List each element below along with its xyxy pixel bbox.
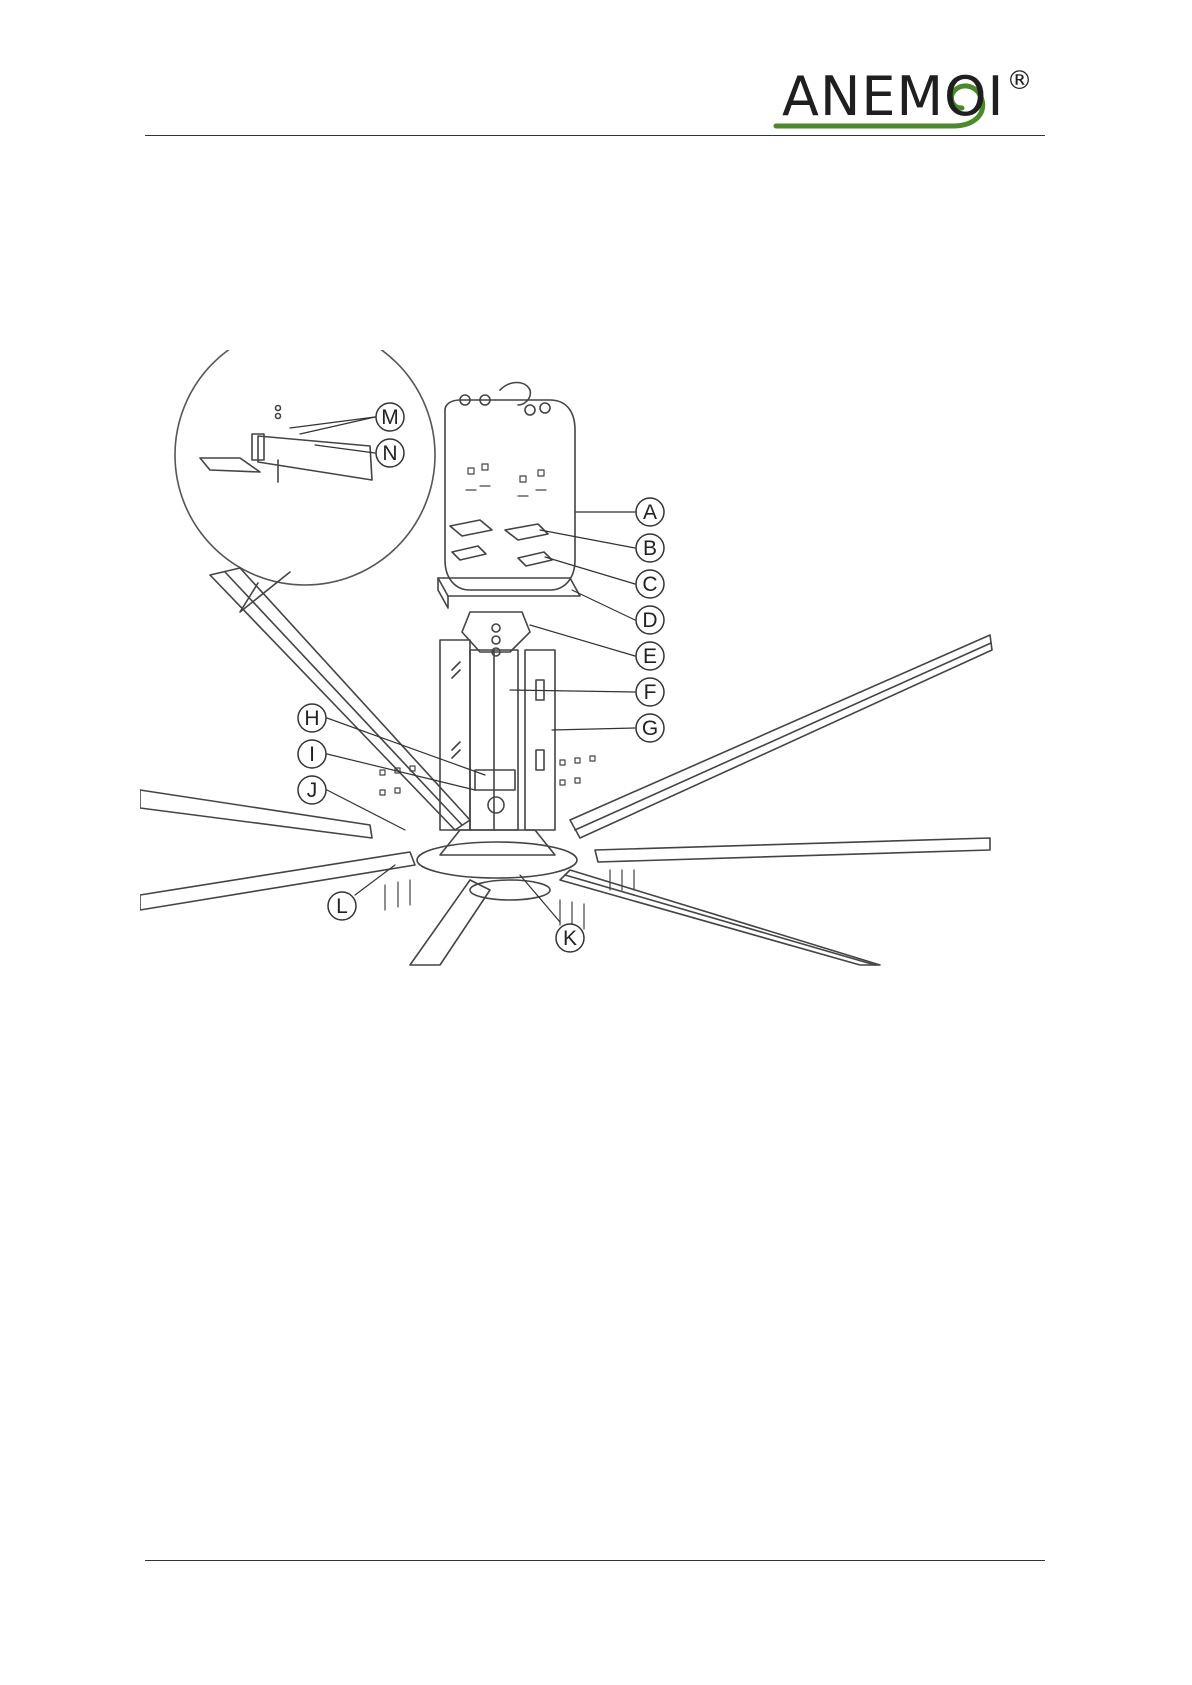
fan-blades bbox=[140, 568, 992, 965]
assembly-drawing: M N A B C D E F G H I J L K bbox=[140, 350, 1070, 1040]
callout-h: H bbox=[298, 704, 326, 732]
callout-n: N bbox=[376, 439, 404, 467]
callout-l: L bbox=[328, 892, 356, 920]
callout-m: M bbox=[376, 403, 404, 431]
callout-g: G bbox=[636, 714, 664, 742]
callout-c: C bbox=[636, 570, 664, 598]
callout-i: I bbox=[298, 740, 326, 768]
callout-d: D bbox=[636, 606, 664, 634]
footer-divider bbox=[145, 1560, 1045, 1561]
leader-lines bbox=[290, 417, 635, 922]
svg-text:M: M bbox=[381, 406, 399, 429]
svg-text:G: G bbox=[642, 717, 658, 740]
svg-text:B: B bbox=[643, 537, 657, 560]
svg-text:A: A bbox=[643, 501, 657, 524]
detail-zoom-circle bbox=[175, 350, 435, 585]
registered-mark: ® bbox=[1006, 66, 1033, 96]
ceiling-mount-plate bbox=[438, 383, 580, 609]
header-divider bbox=[145, 135, 1045, 136]
brand-logo: ANEMOI® bbox=[768, 60, 1068, 140]
svg-text:N: N bbox=[382, 442, 397, 465]
svg-text:D: D bbox=[642, 609, 657, 632]
callout-j: J bbox=[298, 776, 326, 804]
detail-blade-tip bbox=[200, 406, 372, 483]
callouts: M N A B C D E F G H I J L K bbox=[298, 403, 664, 952]
svg-text:C: C bbox=[642, 573, 657, 596]
motor-column bbox=[417, 612, 577, 900]
fan-assembly-diagram: M N A B C D E F G H I J L K bbox=[140, 350, 1070, 1040]
svg-text:K: K bbox=[563, 927, 577, 950]
logo-wordmark: ANEMOI® bbox=[782, 68, 1033, 124]
svg-text:H: H bbox=[304, 707, 319, 730]
callout-b: B bbox=[636, 534, 664, 562]
callout-k: K bbox=[556, 924, 584, 952]
svg-text:F: F bbox=[644, 681, 657, 704]
svg-text:L: L bbox=[336, 895, 348, 918]
svg-text:I: I bbox=[309, 743, 315, 766]
callout-a: A bbox=[636, 498, 664, 526]
callout-f: F bbox=[636, 678, 664, 706]
svg-text:E: E bbox=[643, 645, 657, 668]
svg-text:J: J bbox=[307, 779, 318, 802]
callout-e: E bbox=[636, 642, 664, 670]
logo-text: ANEMOI bbox=[782, 65, 1004, 128]
